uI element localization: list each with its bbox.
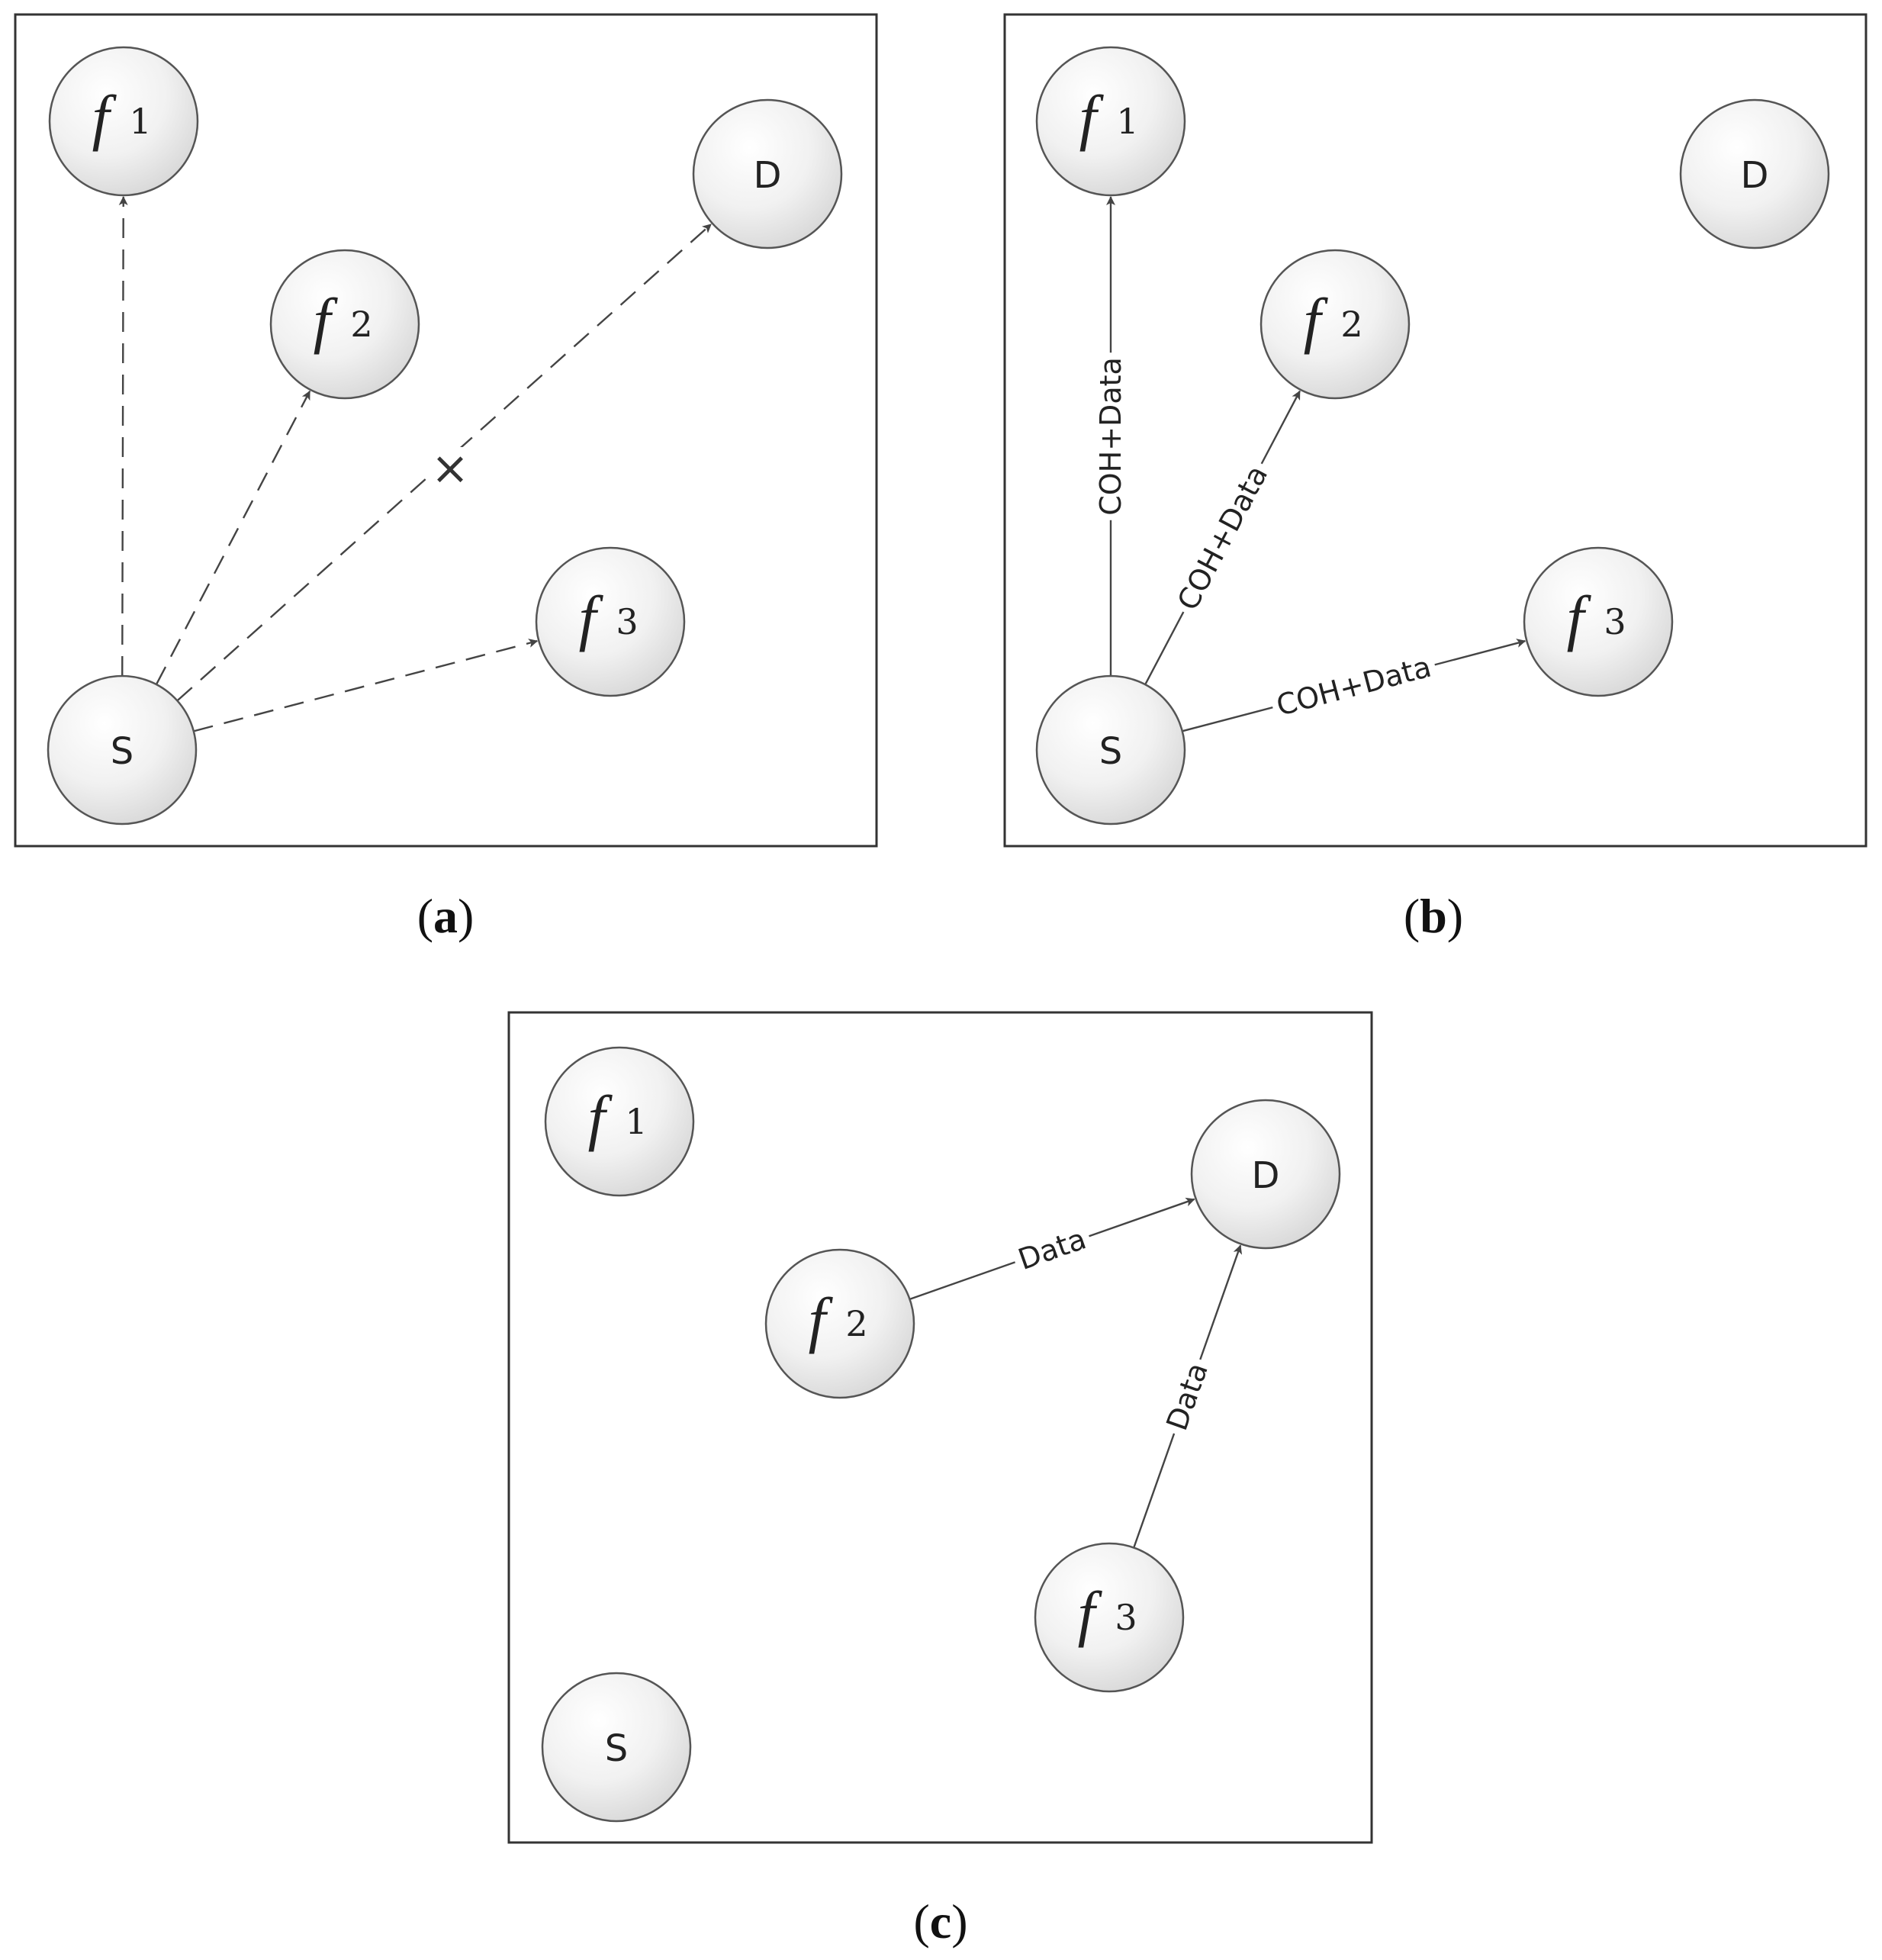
node-circle bbox=[1190, 1099, 1341, 1250]
node-subscript: 1 bbox=[129, 101, 151, 142]
caption-letter: c bbox=[930, 1894, 951, 1949]
caption-open-paren: ( bbox=[913, 1894, 929, 1949]
node-circle bbox=[1034, 1542, 1185, 1693]
node-circle bbox=[541, 1672, 692, 1823]
panel-c-caption: (c) bbox=[913, 1894, 967, 1949]
caption-open-paren: ( bbox=[417, 889, 433, 943]
edge-label: COH+Data bbox=[1094, 357, 1128, 516]
edge-S-to-D: × bbox=[176, 224, 712, 702]
panel-a-caption: (a) bbox=[417, 889, 475, 943]
node-subscript: 3 bbox=[616, 601, 638, 642]
node-label: D bbox=[754, 154, 782, 197]
blocked-link-mark: × bbox=[430, 442, 470, 495]
blocked-mark-background bbox=[430, 447, 470, 487]
node-circle bbox=[48, 46, 199, 197]
node-subscript: 2 bbox=[1340, 304, 1362, 345]
caption-close-paren: ) bbox=[951, 1894, 967, 1949]
caption-letter: a bbox=[433, 889, 458, 943]
edge-label-group: COH+Data bbox=[1092, 352, 1129, 520]
node-label: S bbox=[111, 730, 134, 773]
edge-arrow-line bbox=[155, 390, 311, 685]
node-circle bbox=[535, 546, 686, 697]
node-S: S bbox=[541, 1672, 692, 1823]
node-circle bbox=[1679, 98, 1830, 249]
edge-S-to-f2 bbox=[155, 390, 311, 685]
panel-a-edges: × bbox=[118, 195, 712, 732]
edge-S-to-f1: COH+Data bbox=[1092, 196, 1129, 676]
edge-label-background bbox=[1157, 1353, 1218, 1440]
node-circle bbox=[47, 674, 198, 826]
edge-arrow-line bbox=[193, 639, 539, 732]
edge-label-background bbox=[1092, 352, 1129, 520]
edge-label-background bbox=[1167, 455, 1278, 621]
node-S: S bbox=[47, 674, 198, 826]
caption-close-paren: ) bbox=[1447, 889, 1463, 943]
node-D: D bbox=[1679, 98, 1830, 249]
caption-open-paren: ( bbox=[1404, 889, 1420, 943]
node-circle bbox=[269, 249, 420, 400]
edge-label-background bbox=[1268, 647, 1440, 726]
node-D: D bbox=[1190, 1099, 1341, 1250]
node-label: D bbox=[1741, 154, 1769, 197]
node-circle bbox=[1035, 674, 1186, 826]
panel-b-caption: (b) bbox=[1404, 889, 1463, 943]
node-D: D bbox=[692, 98, 843, 249]
caption-letter: b bbox=[1420, 889, 1447, 943]
edge-label-background bbox=[1009, 1218, 1095, 1279]
edge-arrow-line bbox=[118, 195, 128, 677]
caption-close-paren: ) bbox=[458, 889, 474, 943]
node-subscript: 2 bbox=[845, 1303, 867, 1344]
node-subscript: 3 bbox=[1604, 601, 1626, 642]
node-circle bbox=[1523, 546, 1674, 697]
node-S: S bbox=[1035, 674, 1186, 826]
node-subscript: 1 bbox=[625, 1101, 647, 1142]
node-subscript: 1 bbox=[1116, 101, 1138, 142]
node-subscript: 2 bbox=[350, 304, 372, 345]
node-subscript: 3 bbox=[1115, 1597, 1137, 1638]
cross-icon: × bbox=[431, 442, 469, 495]
node-circle bbox=[764, 1248, 915, 1399]
node-label: S bbox=[605, 1727, 628, 1770]
node-circle bbox=[1259, 249, 1411, 400]
node-circle bbox=[692, 98, 843, 249]
node-circle bbox=[1035, 46, 1186, 197]
edge-S-to-f1 bbox=[118, 195, 128, 677]
node-circle bbox=[544, 1046, 695, 1197]
node-label: S bbox=[1099, 730, 1122, 773]
node-label: D bbox=[1252, 1154, 1280, 1197]
edge-S-to-f3 bbox=[193, 639, 539, 732]
